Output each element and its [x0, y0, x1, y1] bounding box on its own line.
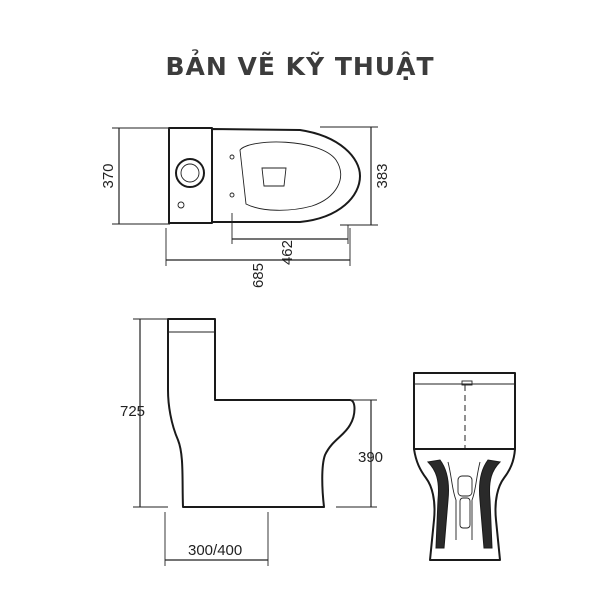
dim-462-label: 462 — [279, 240, 296, 265]
front-view — [413, 372, 516, 561]
dim-390-label: 390 — [358, 449, 383, 466]
side-body — [167, 318, 356, 508]
dim-383-label: 383 — [374, 163, 391, 188]
flush-button — [175, 158, 205, 188]
top-view: 370 383 462 685 — [100, 126, 391, 288]
dim-300-400-label: 300/400 — [188, 542, 242, 559]
front-bowl — [413, 448, 516, 561]
side-view: 725 390 300/400 — [120, 318, 383, 566]
top-bowl — [211, 128, 361, 223]
dim-685-label: 685 — [250, 263, 267, 288]
drawing-title: BẢN VẼ KỸ THUẬT — [165, 52, 435, 81]
dim-370-label: 370 — [100, 163, 117, 188]
dim-725-label: 725 — [120, 403, 145, 420]
